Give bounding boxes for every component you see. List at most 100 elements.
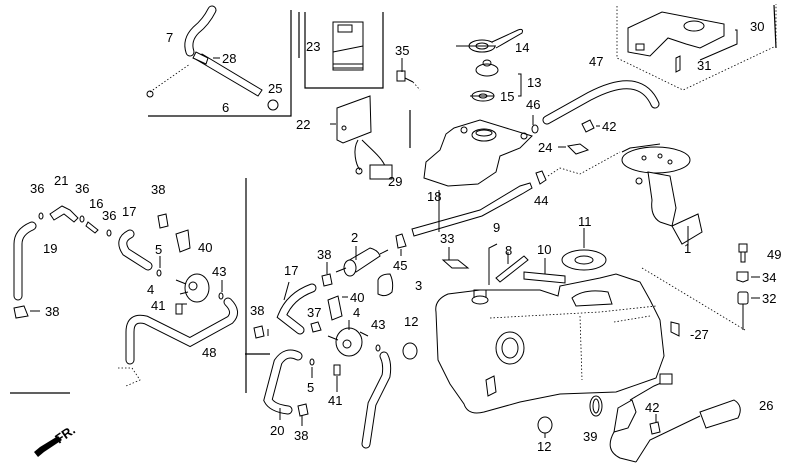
part-34-grommet (736, 271, 749, 283)
part-13-cap (475, 59, 499, 77)
callout-26[interactable]: 26 (759, 398, 773, 413)
callout-15[interactable]: 15 (500, 89, 514, 104)
callout-18[interactable]: 18 (427, 189, 441, 204)
part-25-cap (267, 99, 279, 111)
callout-7[interactable]: 7 (166, 30, 173, 45)
part-43-clip-center (375, 344, 381, 352)
part-10-hose (523, 271, 566, 284)
part-37-clip (310, 321, 322, 333)
callout-13[interactable]: 13 (527, 75, 541, 90)
callout-44[interactable]: 44 (534, 193, 548, 208)
part-4-valve-center (327, 327, 369, 357)
part-42-nut-bottom (649, 421, 661, 435)
part-12-cap-lower (537, 416, 553, 434)
callout-4-left[interactable]: 4 (147, 282, 154, 297)
callout-5-center[interactable]: 5 (307, 380, 314, 395)
callout-45[interactable]: 45 (393, 258, 407, 273)
callout-labels: 7 28 25 6 23 35 22 29 14 13 15 46 47 42 … (30, 19, 781, 454)
callout-1[interactable]: 1 (684, 241, 691, 256)
part-36-clip-c (106, 229, 112, 237)
part-12-cap-upper (402, 342, 418, 360)
part-42-nut-top (581, 119, 595, 133)
callout-43-center[interactable]: 43 (371, 317, 385, 332)
callout-38-bottom[interactable]: 38 (294, 428, 308, 443)
callout-31[interactable]: 31 (697, 58, 711, 73)
callout-22[interactable]: 22 (296, 117, 310, 132)
callout-36-c[interactable]: 36 (102, 208, 116, 223)
callout-34[interactable]: 34 (762, 270, 776, 285)
callout-17-left[interactable]: 17 (122, 204, 136, 219)
part-17-hose-center (276, 283, 317, 335)
callout-3[interactable]: 3 (415, 278, 422, 293)
part-5-clip-center (309, 358, 315, 366)
callout-16[interactable]: 16 (89, 196, 103, 211)
part-43-clip-left (218, 292, 224, 300)
callout-28[interactable]: 28 (222, 51, 236, 66)
part-29-harness (354, 139, 393, 180)
callout-2[interactable]: 2 (351, 230, 358, 245)
part-38-clamp-center (321, 273, 333, 287)
part-20-hose (263, 349, 303, 415)
callout-38-center-left[interactable]: 38 (250, 303, 264, 318)
callout-14[interactable]: 14 (515, 40, 529, 55)
callout-46[interactable]: 46 (526, 97, 540, 112)
callout-12-upper[interactable]: 12 (404, 314, 418, 329)
callout-29[interactable]: 29 (388, 174, 402, 189)
part-41-bolt-center (333, 364, 341, 376)
callout-49[interactable]: 49 (767, 247, 781, 262)
part-38-clamp-center-left (253, 325, 265, 339)
callout-9[interactable]: 9 (493, 220, 500, 235)
callout-36-a[interactable]: 36 (30, 181, 44, 196)
callout-41-center[interactable]: 41 (328, 393, 342, 408)
part-36-clip-b (79, 215, 85, 223)
callout-27[interactable]: -27 (690, 327, 709, 342)
callout-8[interactable]: 8 (505, 243, 512, 258)
part-41-bolt-left (175, 303, 183, 315)
callout-24[interactable]: 24 (538, 140, 552, 155)
callout-25[interactable]: 25 (268, 81, 282, 96)
callout-33[interactable]: 33 (440, 231, 454, 246)
part-fuel-tank (435, 273, 665, 414)
part-26-fuel-gauge-sender (609, 373, 741, 463)
callout-17-center[interactable]: 17 (284, 263, 298, 278)
part-39-gasket (589, 395, 603, 417)
part-36-clip-a (38, 212, 44, 220)
callout-39[interactable]: 39 (583, 429, 597, 444)
callout-40-left[interactable]: 40 (198, 240, 212, 255)
callout-38-upper[interactable]: 38 (151, 182, 165, 197)
callout-38-left[interactable]: 38 (45, 304, 59, 319)
callout-35[interactable]: 35 (395, 43, 409, 58)
callout-42-top[interactable]: 42 (602, 119, 616, 134)
callout-5-left[interactable]: 5 (155, 242, 162, 257)
callout-40-center[interactable]: 40 (350, 290, 364, 305)
callout-38-center[interactable]: 38 (317, 247, 331, 262)
part-24-clamp (566, 143, 590, 155)
callout-12-lower[interactable]: 12 (537, 439, 551, 454)
frame-relay-box (304, 12, 384, 89)
callout-32[interactable]: 32 (762, 291, 776, 306)
callout-4-center[interactable]: 4 (353, 305, 360, 320)
callout-21[interactable]: 21 (54, 173, 68, 188)
callout-6[interactable]: 6 (222, 100, 229, 115)
callout-41-left[interactable]: 41 (151, 298, 165, 313)
callout-48[interactable]: 48 (202, 345, 216, 360)
part-7-hose (184, 5, 217, 57)
callout-10[interactable]: 10 (537, 242, 551, 257)
callout-19[interactable]: 19 (43, 241, 57, 256)
leader-lines (30, 45, 760, 438)
callout-23[interactable]: 23 (306, 39, 320, 54)
part-35-bolt (396, 70, 421, 91)
callout-47[interactable]: 47 (589, 54, 603, 69)
part-11-retainer (561, 249, 607, 271)
callout-36-b[interactable]: 36 (75, 181, 89, 196)
callout-42-bottom[interactable]: 42 (645, 400, 659, 415)
part-38-clamp-upper (157, 213, 169, 229)
callout-30[interactable]: 30 (750, 19, 764, 34)
part-17-hose-left (118, 229, 153, 271)
callout-43-left[interactable]: 43 (212, 264, 226, 279)
part-44-clip (535, 151, 621, 185)
callout-11[interactable]: 11 (578, 214, 592, 229)
part-21-tee (49, 205, 79, 223)
callout-20[interactable]: 20 (270, 423, 284, 438)
callout-37[interactable]: 37 (307, 305, 321, 320)
